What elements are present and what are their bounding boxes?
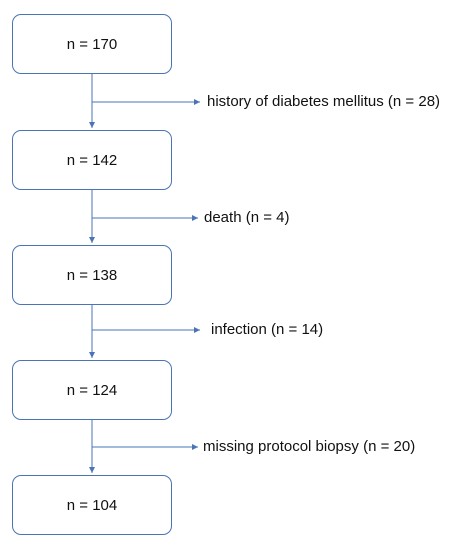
flow-box-2: n = 142 (12, 130, 172, 190)
exclusion-label-3: infection (n = 14) (211, 321, 324, 338)
exclusion-label-1: history of diabetes mellitus (n = 28) (207, 93, 441, 110)
flow-box-4-label: n = 124 (66, 381, 118, 399)
flow-box-5: n = 104 (12, 475, 172, 535)
exclusion-label-2: death (n = 4) (204, 209, 290, 226)
flow-box-5-label: n = 104 (66, 496, 118, 514)
flow-box-3-label: n = 138 (66, 266, 118, 284)
flow-box-3: n = 138 (12, 245, 172, 305)
flow-box-1-label: n = 170 (66, 35, 118, 53)
flow-box-4: n = 124 (12, 360, 172, 420)
flow-box-2-label: n = 142 (66, 151, 118, 169)
exclusion-label-4: missing protocol biopsy (n = 20) (203, 438, 416, 455)
flow-box-1: n = 170 (12, 14, 172, 74)
